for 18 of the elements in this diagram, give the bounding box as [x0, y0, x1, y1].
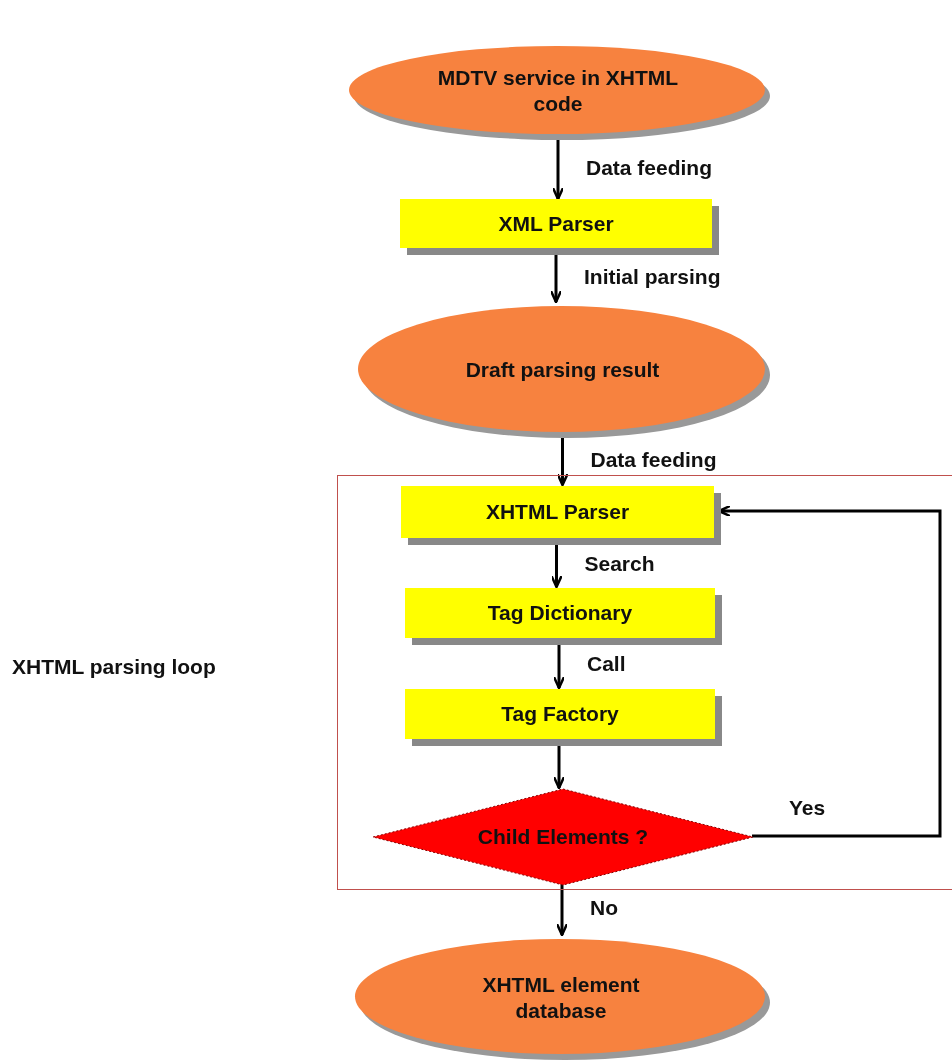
node-label: Child Elements ?: [476, 824, 650, 850]
loop-frame: [337, 475, 952, 890]
node-label: XHTML element database: [481, 971, 641, 1024]
arrow: [556, 438, 569, 487]
arrow: [552, 745, 566, 790]
group-label: XHTML parsing loop: [12, 655, 216, 679]
decision-diamond: [373, 789, 753, 885]
arrow: [549, 255, 563, 304]
arrow: [550, 544, 563, 589]
arrow: [552, 644, 566, 690]
arrow: [555, 884, 569, 937]
node-label: XHTML Parser: [484, 499, 631, 525]
node-label: Tag Factory: [500, 701, 620, 727]
node-label: MDTV service in XHTML code: [436, 65, 680, 117]
arrow: [551, 140, 565, 201]
node-label: XML Parser: [497, 210, 615, 237]
node-label: Tag Dictionary: [486, 600, 634, 626]
node-label: Draft parsing result: [464, 357, 661, 383]
